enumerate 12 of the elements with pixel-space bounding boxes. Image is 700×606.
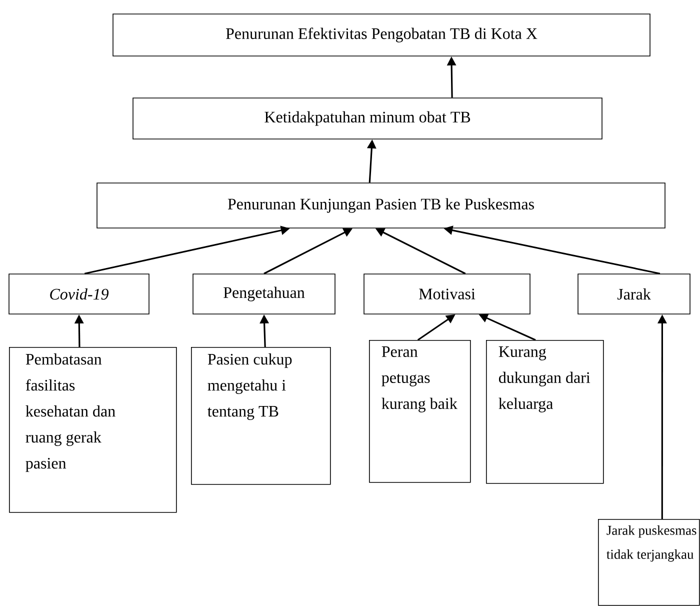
text-box: Jarak (578, 274, 690, 314)
text-box: Pasien cukup mengetahu i tentang TB (191, 347, 331, 485)
text-box: Kurang dukungan dari keluarga (486, 340, 604, 484)
text-box: Penurunan Efektivitas Pengobatan TB di Kota X (112, 14, 650, 56)
text-box: Pengetahuan (192, 274, 336, 314)
text-box: Penurunan Kunjungan Pasien TB ke Puskesmas (96, 182, 666, 228)
text-box: Ketidakpatuhan minum obat TB (132, 98, 602, 140)
text-box: Pembatasan fasilitas kesehatan dan ruang gerak pasien (9, 347, 177, 513)
text-box: Motivasi (364, 274, 530, 314)
text-box: Peran petugas kurang baik (369, 340, 471, 483)
text-box: Covid-19 (8, 274, 150, 314)
text-box: Jarak puskesmas tidak terjangkau (598, 519, 700, 606)
